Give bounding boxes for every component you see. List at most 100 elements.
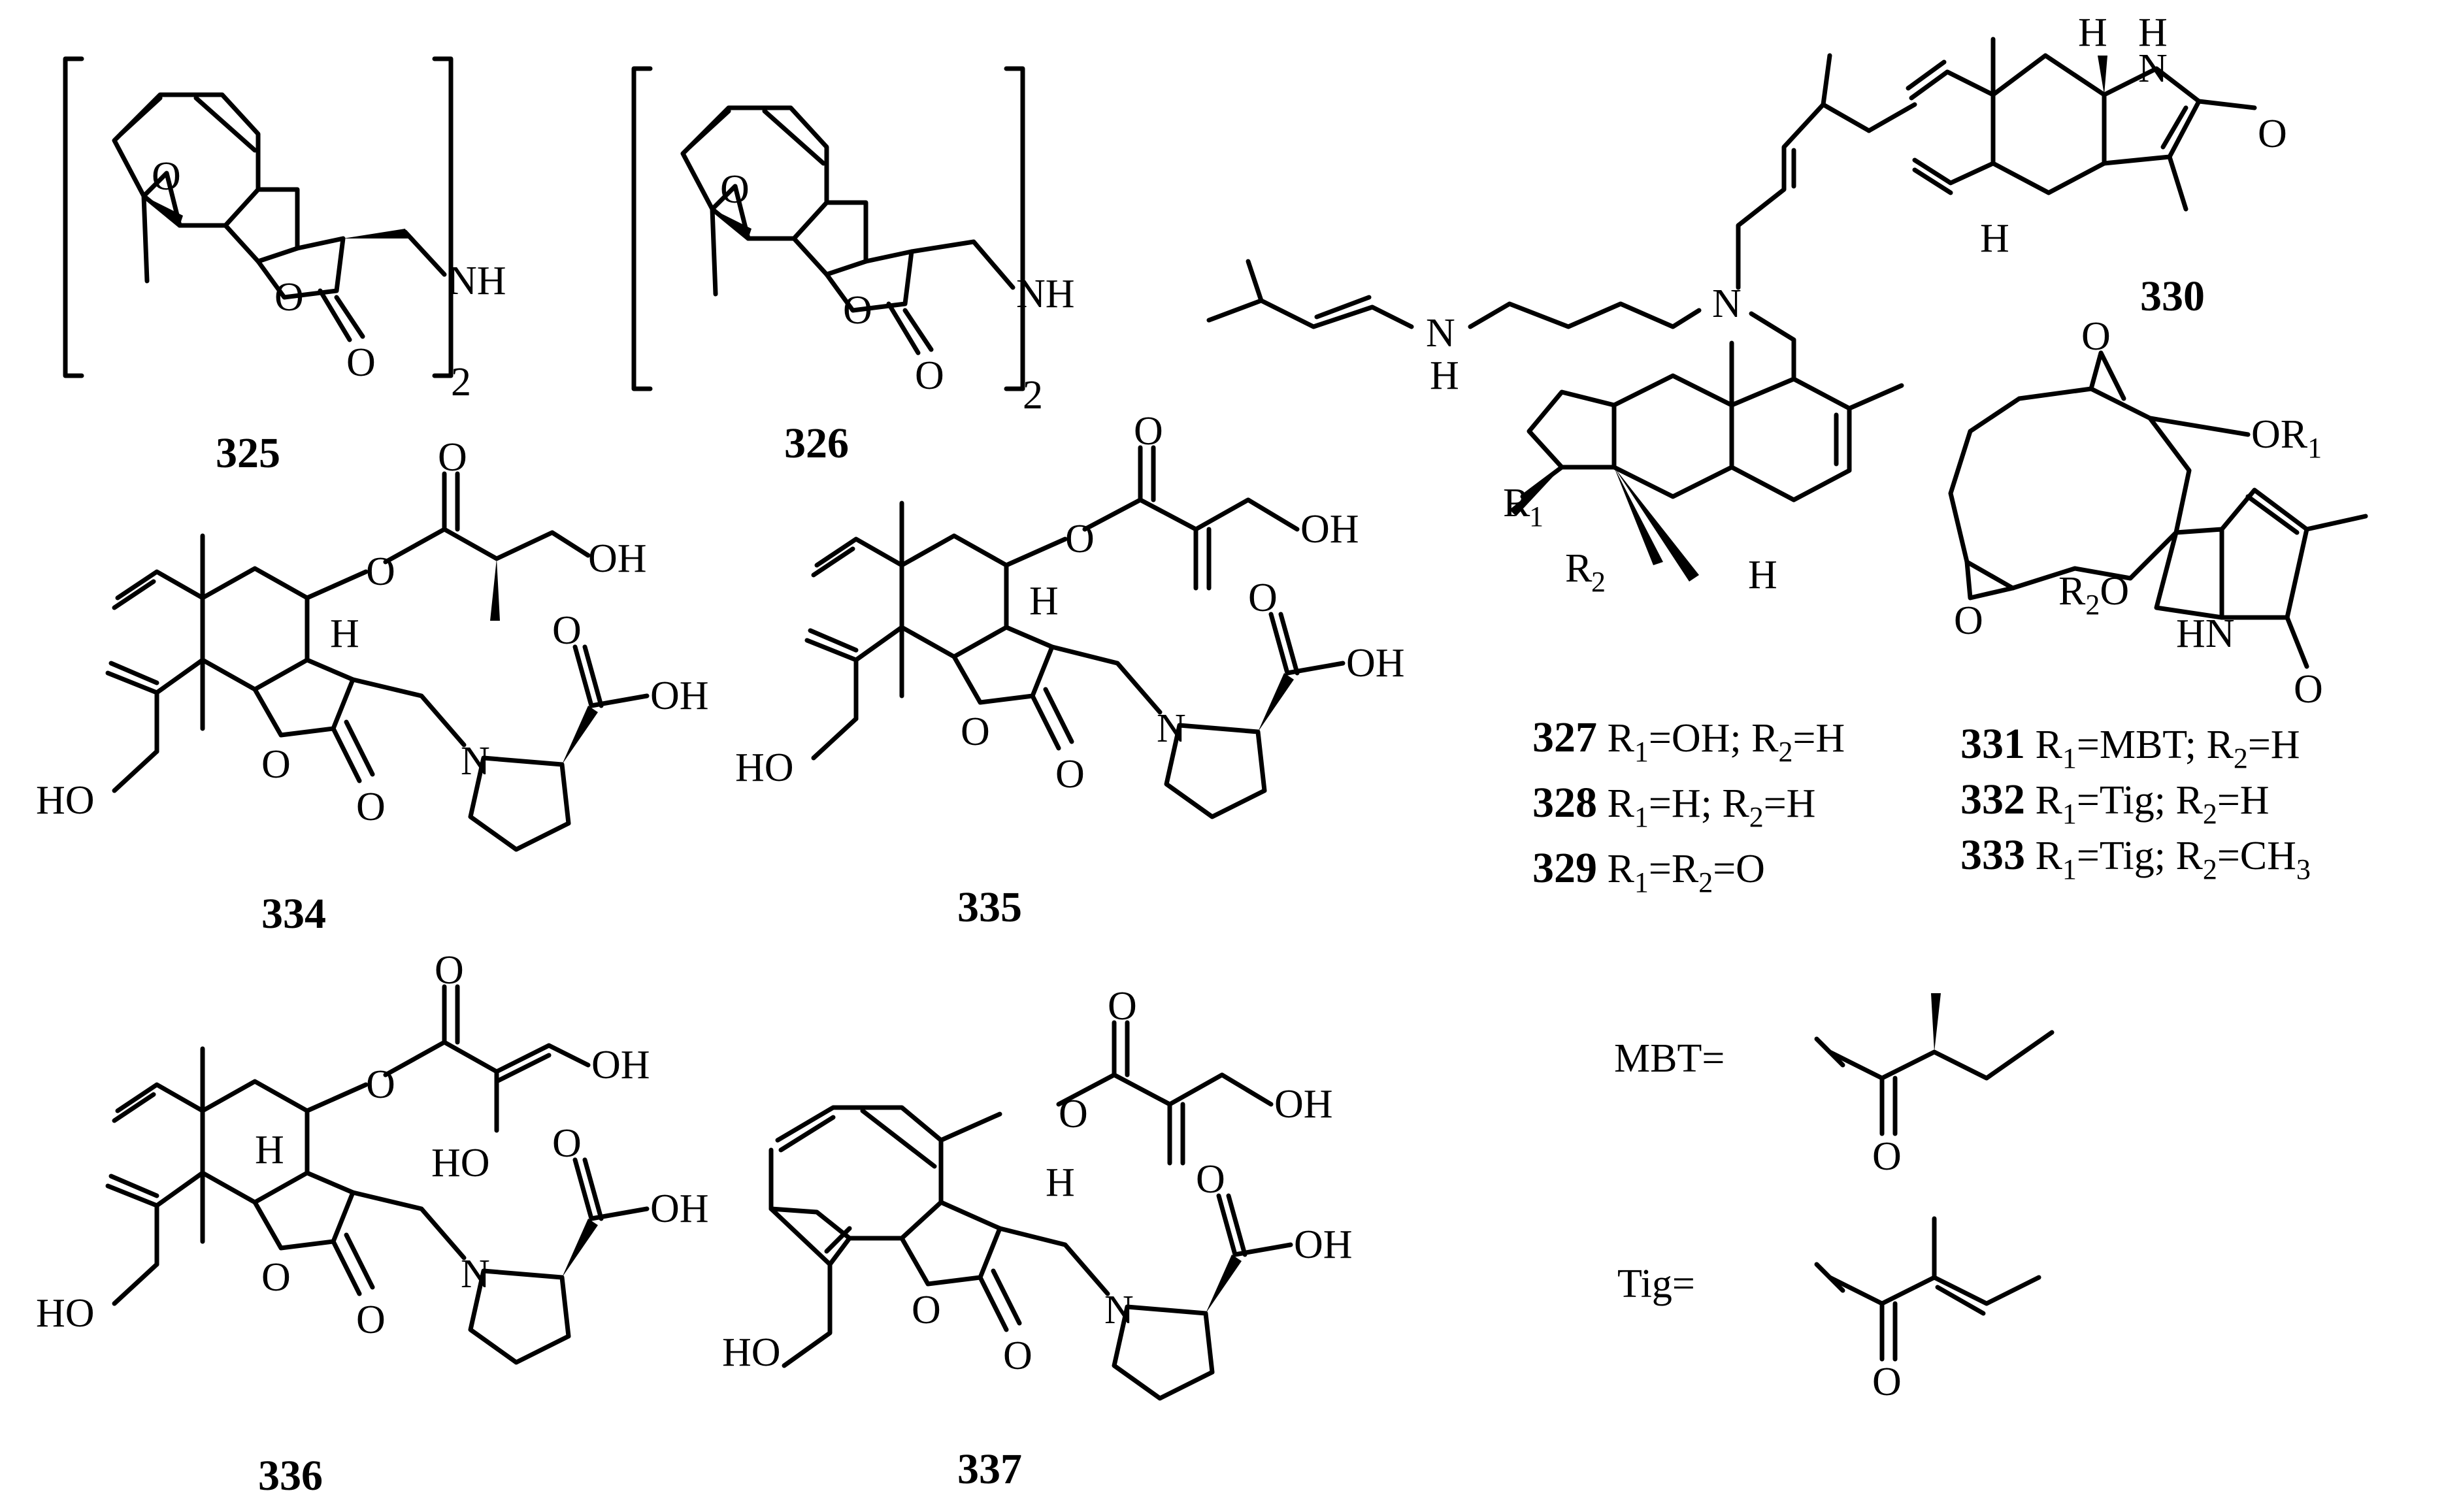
compound-label-326: 326 <box>784 419 849 467</box>
compound-label-330: 330 <box>2140 272 2205 320</box>
atom-epoxide-top-o: O <box>2081 314 2111 359</box>
mbt-o: O <box>1872 1134 1902 1179</box>
atom-cooh-oh: OH <box>650 674 709 718</box>
compound-335: O O OH H O OH N O O HO 335 <box>735 409 1405 931</box>
atom-epoxide-o: O <box>152 154 181 199</box>
atom-cooh-o: O <box>552 1121 582 1166</box>
variant-332: 332 R1=Tig; R2=H <box>1960 776 2270 830</box>
atom-ho-side: HO <box>431 1141 490 1185</box>
atom-oh: OH <box>588 536 647 581</box>
variant-329: 329 R1=R2=O <box>1532 844 1765 898</box>
svg-text:R2O: R2O <box>2058 569 2129 621</box>
atom-keto-o: O <box>435 948 464 993</box>
atom-keto-o: O <box>1108 984 1137 1028</box>
atom-h: H <box>330 612 359 656</box>
atom-n: N <box>2138 46 2168 91</box>
atom-carbonyl-o: O <box>356 1298 386 1342</box>
svg-text:328 R1=H; R2=H: 328 R1=H; R2=H <box>1532 779 1815 833</box>
variant-333: 333 R1=Tig; R2=CH3 <box>1960 831 2311 885</box>
atom-cooh-oh: OH <box>1346 641 1405 685</box>
substituent-tig: Tig= O <box>1617 1216 2041 1404</box>
atom-n: N <box>461 1252 490 1296</box>
variant-331: 331 R1=MBT; R2=H <box>1960 720 2300 774</box>
tig-o: O <box>1872 1360 1902 1404</box>
svg-text:333 R1=Tig; R2=CH3: 333 R1=Tig; R2=CH3 <box>1960 831 2311 885</box>
atom-cooh-o: O <box>552 608 582 653</box>
atom-h: H <box>1029 579 1059 623</box>
atom-ring-o: O <box>274 275 304 320</box>
atom-nh: NH <box>448 259 506 303</box>
atom-h-bottom: H <box>1980 216 2009 261</box>
atom-ring-o: O <box>912 1288 941 1332</box>
atom-h: H <box>255 1128 284 1172</box>
atom-ring-o: O <box>843 288 872 333</box>
compound-337: O O OH H O OH N O O HO 337 <box>722 984 1353 1493</box>
mbt-caption: MBT= <box>1614 1036 1725 1081</box>
atom-n: N <box>1104 1288 1134 1332</box>
atom-carbonyl-o: O <box>356 785 386 829</box>
atom-epoxide-o: O <box>720 167 750 212</box>
atom-carbonyl-o: O <box>346 340 376 385</box>
atom-cooh-oh: OH <box>1294 1223 1353 1267</box>
substituent-mbt: MBT= O <box>1614 993 2055 1179</box>
atom-h: H <box>1046 1160 1075 1205</box>
atom-r2: R <box>2058 569 2086 614</box>
compound-331-333: O OR1 O R2O HN O 331 R1=MBT; R2=H 332 R1… <box>1948 314 2368 885</box>
atom-r1-sub: 1 <box>1529 501 1544 533</box>
atom-ring-o: O <box>961 710 990 754</box>
atom-keto-o: O <box>1134 409 1163 453</box>
compound-label-334: 334 <box>261 890 326 938</box>
atom-ho: HO <box>36 778 95 823</box>
atom-carbonyl-o: O <box>2294 667 2323 712</box>
variant-328: 328 R1=H; R2=H <box>1532 779 1815 833</box>
svg-text:331 R1=MBT; R2=H: 331 R1=MBT; R2=H <box>1960 720 2300 774</box>
variant-327: 327 R1=OH; R2=H <box>1532 714 1845 768</box>
atom-ester-o: O <box>366 1062 395 1107</box>
atom-oh: OH <box>591 1043 650 1087</box>
atom-n-h: H <box>2138 10 2168 55</box>
compound-334: O O OH H O OH N O O HO 334 <box>36 435 709 938</box>
atom-ho: HO <box>722 1330 781 1375</box>
atom-keto-o: O <box>438 435 467 480</box>
atom-r2: R <box>1565 546 1593 591</box>
atom-nh: NH <box>1016 272 1075 316</box>
atom-sec-amine-h: H <box>1430 353 1459 398</box>
svg-text:329 R1=R2=O: 329 R1=R2=O <box>1532 844 1765 898</box>
compound-label-335: 335 <box>957 883 1022 931</box>
atom-carbonyl-o: O <box>1003 1334 1032 1378</box>
atom-sec-amine-n: N <box>1426 311 1455 355</box>
compound-336: O O OH HO H O OH N O O HO 336 <box>36 948 709 1500</box>
svg-text:327 R1=OH; R2=H: 327 R1=OH; R2=H <box>1532 714 1845 768</box>
atom-ester-o: O <box>1059 1092 1088 1136</box>
compound-label-325: 325 <box>216 429 280 477</box>
compound-326: O O O NH 2 326 <box>631 66 1075 467</box>
atom-tert-amine-n: N <box>1712 282 1742 326</box>
compound-327-329: N H N R 1 R 2 H 327 R1=OH; R2=H 328 R1=H… <box>1206 53 1917 898</box>
atom-oh: OH <box>1300 507 1359 551</box>
atom-r1: R <box>1503 481 1530 525</box>
tig-caption: Tig= <box>1617 1262 1695 1306</box>
dimer-count: 2 <box>1023 373 1043 418</box>
atom-cooh-oh: OH <box>650 1187 709 1231</box>
atom-ring-o: O <box>261 742 291 787</box>
svg-text:OR1: OR1 <box>2251 412 2322 464</box>
compound-330: H N H O H 330 <box>1906 10 2287 320</box>
svg-text:332 R1=Tig; R2=H: 332 R1=Tig; R2=H <box>1960 776 2270 830</box>
dimer-count: 2 <box>451 360 471 404</box>
atom-n: N <box>1157 706 1186 751</box>
atom-cooh-o: O <box>1196 1157 1225 1202</box>
atom-carbonyl-o: O <box>915 353 944 398</box>
atom-or1: OR <box>2251 412 2308 457</box>
atom-epoxide-left-o: O <box>1954 599 1983 643</box>
atom-hn: HN <box>2176 612 2235 656</box>
atom-n: N <box>461 739 490 783</box>
atom-h: H <box>1748 553 1777 597</box>
atom-r2-sub: 2 <box>1591 566 1606 598</box>
atom-ester-o: O <box>366 550 395 594</box>
compound-325: O O O NH 2 325 <box>63 56 506 477</box>
atom-ho: HO <box>735 746 794 790</box>
atom-carbonyl-o: O <box>2258 112 2287 156</box>
atom-cooh-o: O <box>1248 576 1278 620</box>
atom-h-top: H <box>2078 10 2107 55</box>
